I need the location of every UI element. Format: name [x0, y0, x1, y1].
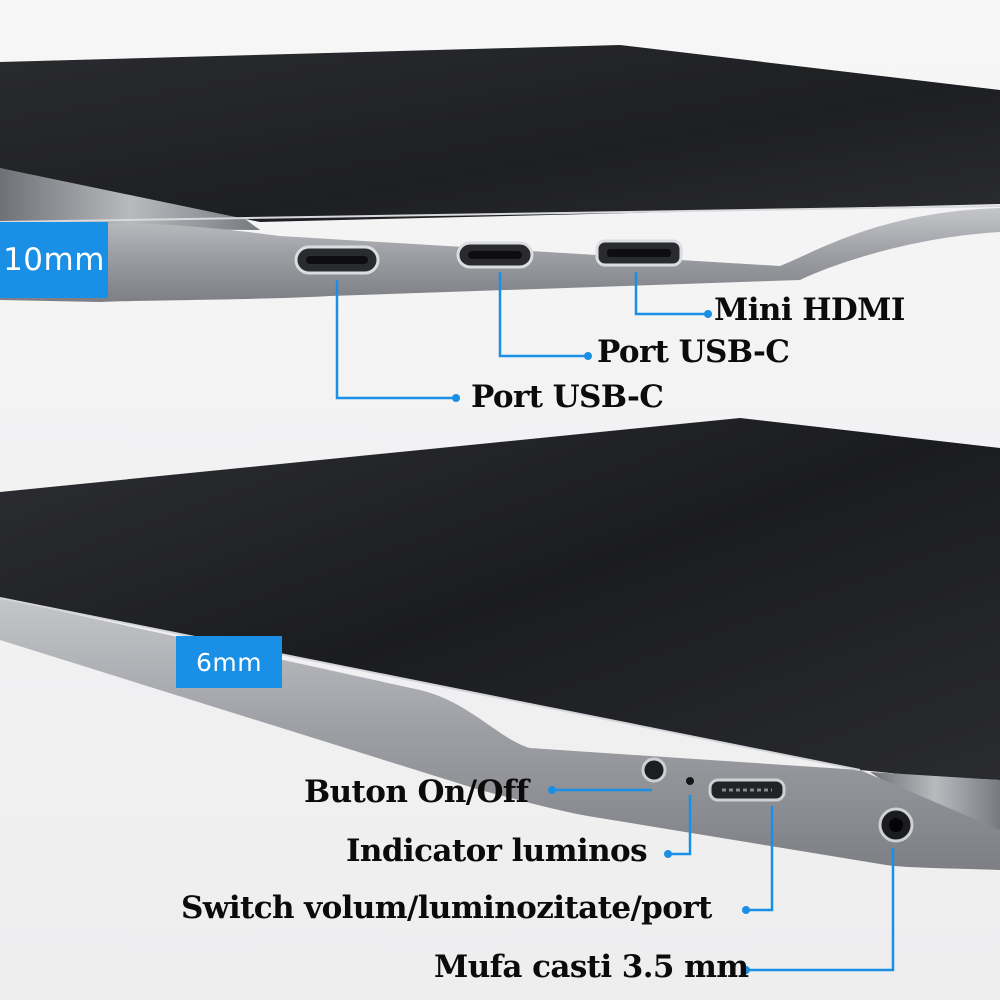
indicator-light — [686, 777, 694, 785]
label-mini-hdmi: Mini HDMI — [714, 292, 905, 328]
top-callout-lines — [335, 272, 708, 400]
top-screen — [0, 45, 1000, 222]
label-usb-c-left: Port USB-C — [471, 379, 664, 415]
label-usb-c-middle: Port USB-C — [597, 334, 790, 370]
thickness-badge-bottom: 6mm — [176, 636, 282, 688]
bottom-callout-lines — [552, 788, 895, 972]
label-power-button: Buton On/Off — [304, 774, 529, 810]
label-headphone-jack: Mufa casti 3.5 mm — [434, 949, 749, 985]
top-monitor — [0, 45, 1000, 402]
label-indicator-light: Indicator luminos — [346, 833, 648, 869]
thickness-badge-top: 10mm — [0, 222, 108, 298]
top-back-panel — [0, 168, 260, 230]
label-switch: Switch volum/luminozitate/port — [181, 890, 712, 926]
power-button — [641, 757, 667, 783]
bottom-screen — [0, 418, 1000, 780]
